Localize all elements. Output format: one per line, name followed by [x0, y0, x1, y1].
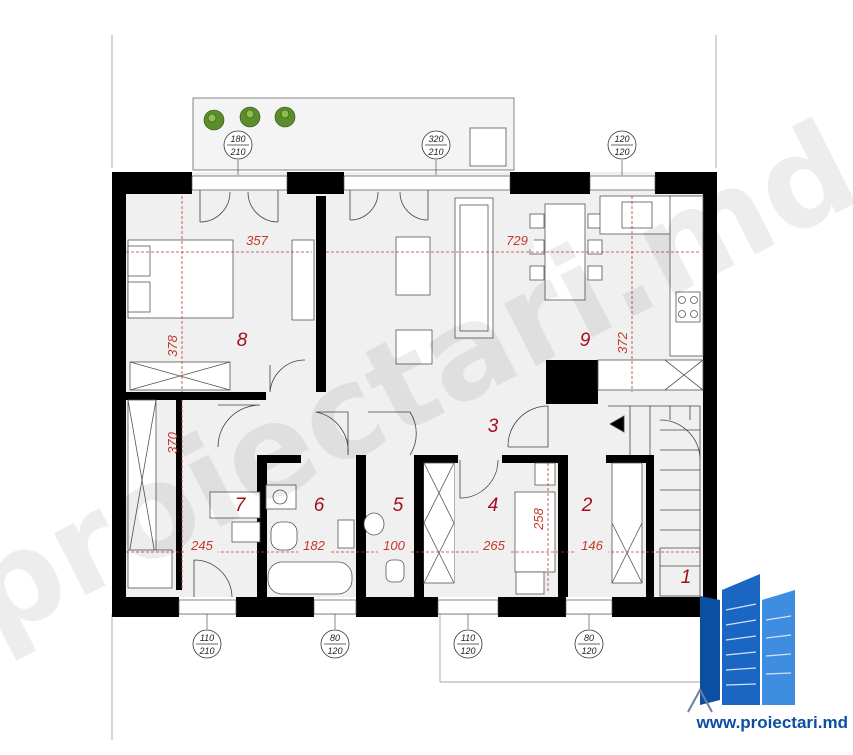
- opening-tag: 180 210: [223, 130, 253, 175]
- room-number-9: 9: [580, 330, 591, 351]
- dimension-label: 258: [531, 507, 546, 530]
- openings: [178, 175, 656, 615]
- opening-tag: 110 120: [453, 614, 483, 659]
- opening-tag: 80 120: [574, 614, 604, 659]
- terrace-plants: [203, 106, 296, 131]
- bathtub: [267, 561, 353, 595]
- svg-text:120: 120: [460, 646, 475, 656]
- logo-url: www.proiectari.md: [696, 713, 848, 732]
- svg-text:80: 80: [330, 633, 340, 643]
- dimension-label: 729: [506, 233, 528, 248]
- svg-text:210: 210: [427, 147, 443, 157]
- dimension-label: 146: [581, 538, 603, 553]
- room-number-7: 7: [235, 495, 247, 516]
- building-logo-icon: [687, 574, 795, 713]
- opening-tag: 110 210: [192, 614, 222, 659]
- svg-text:120: 120: [581, 646, 596, 656]
- svg-text:210: 210: [229, 147, 245, 157]
- staircase: [608, 405, 701, 597]
- room-number-6: 6: [314, 495, 325, 516]
- dimension-lines: [126, 196, 700, 592]
- svg-text:120: 120: [327, 646, 342, 656]
- dimension-label: 100: [383, 538, 405, 553]
- svg-text:180: 180: [230, 134, 245, 144]
- opening-tag: 320 210: [421, 130, 451, 175]
- furniture: [127, 127, 704, 595]
- opening-tag: 120 120: [607, 130, 637, 175]
- dimension-label: 357: [246, 233, 268, 248]
- room-number-1: 1: [681, 567, 692, 588]
- svg-text:110: 110: [461, 633, 475, 643]
- svg-text:110: 110: [200, 633, 214, 643]
- opening-tag: 80 120: [320, 614, 350, 659]
- svg-text:120: 120: [614, 134, 629, 144]
- dimension-labels: 357 729 378 372 370 245 182 100 265 258 …: [165, 233, 630, 554]
- dimension-label: 245: [190, 538, 213, 553]
- dimension-label: 182: [303, 538, 325, 553]
- svg-text:80: 80: [584, 633, 594, 643]
- room-number-4: 4: [488, 495, 499, 516]
- door-swings: [193, 190, 549, 598]
- dimension-label: 372: [615, 331, 630, 353]
- svg-text:120: 120: [614, 147, 629, 157]
- interior-walls: [126, 196, 654, 597]
- room-number-3: 3: [488, 416, 499, 437]
- armchair: [395, 329, 433, 365]
- dimension-label: 370: [165, 431, 180, 453]
- svg-text:210: 210: [198, 646, 214, 656]
- coffee-table: [395, 236, 431, 296]
- desk: [514, 491, 556, 573]
- room-number-5: 5: [393, 495, 404, 516]
- room-number-8: 8: [237, 330, 248, 351]
- opening-tags: 180 210 320 210 120 120 110 210: [192, 130, 637, 659]
- dimension-label: 265: [482, 538, 505, 553]
- room-numbers: 1 2 3 4 5 6 7 8 9: [235, 330, 692, 588]
- svg-text:320: 320: [428, 134, 443, 144]
- room-number-2: 2: [581, 495, 593, 516]
- dimension-label: 378: [165, 334, 180, 356]
- exterior-walls: [112, 172, 717, 617]
